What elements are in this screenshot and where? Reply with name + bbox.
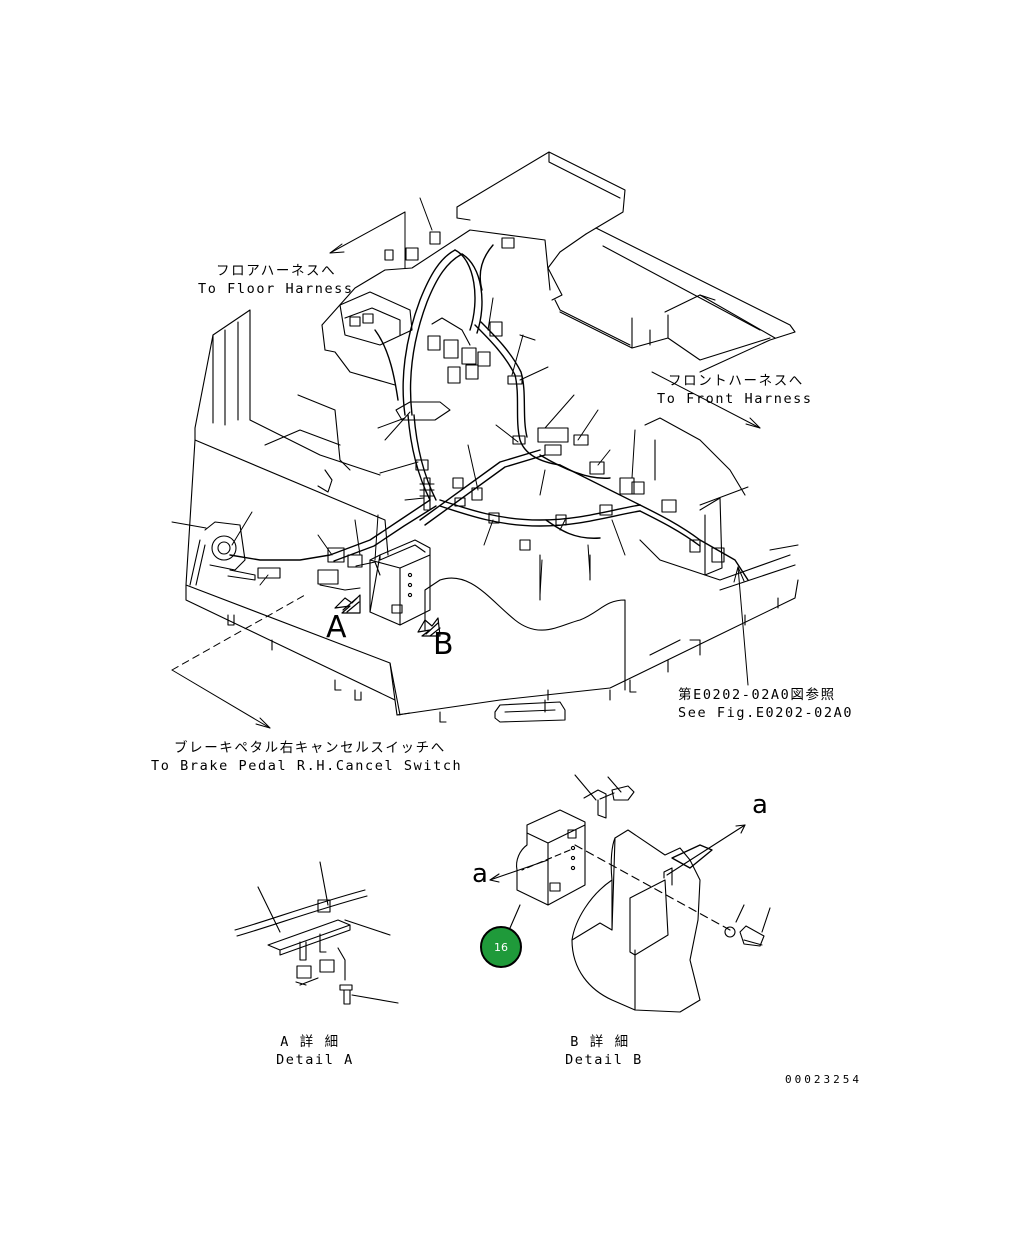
see-fig-label-jp: 第E0202-02A0図参照 [678, 687, 836, 703]
view-arrows [334, 594, 441, 637]
detail-a-title-jp: A 詳 細 [280, 1034, 340, 1050]
arrow-a-left-label: a [472, 859, 488, 889]
detail-b-title-jp: B 詳 細 [570, 1034, 630, 1050]
floor-harness-label-jp: フロアハーネスへ [216, 263, 337, 279]
front-harness-label-jp: フロントハーネスへ [668, 373, 804, 389]
direction-arrows [171, 211, 761, 729]
view-a-label: A [326, 610, 347, 645]
brake-switch-label-jp: ブレーキペタル右キャンセルスイッチへ [174, 740, 446, 756]
detail-b-drawing [489, 774, 771, 1013]
floor-harness-label-en: To Floor Harness [198, 281, 354, 297]
instrument-bay [321, 229, 551, 421]
detail-a-drawing [234, 861, 399, 1005]
leader-lines [171, 197, 749, 596]
frame-body [185, 309, 799, 723]
rear-deck [456, 151, 796, 373]
see-fig-label-en: See Fig.E0202-02A0 [678, 705, 854, 721]
detail-b-title-en: Detail B [565, 1052, 643, 1068]
relay-box-main [369, 539, 431, 626]
drawing-number: 00023254 [785, 1073, 862, 1086]
left-switch-assembly [189, 521, 381, 591]
harness-clamps [415, 375, 725, 563]
view-b-label: B [433, 627, 454, 662]
part-callout-16[interactable]: 16 [480, 926, 522, 968]
brake-switch-label-en: To Brake Pedal R.H.Cancel Switch [151, 758, 463, 774]
wire-harness [229, 244, 749, 581]
arrow-a-right-label: a [752, 790, 768, 820]
front-harness-label-en: To Front Harness [657, 391, 813, 407]
detail-a-title-en: Detail A [276, 1052, 354, 1068]
